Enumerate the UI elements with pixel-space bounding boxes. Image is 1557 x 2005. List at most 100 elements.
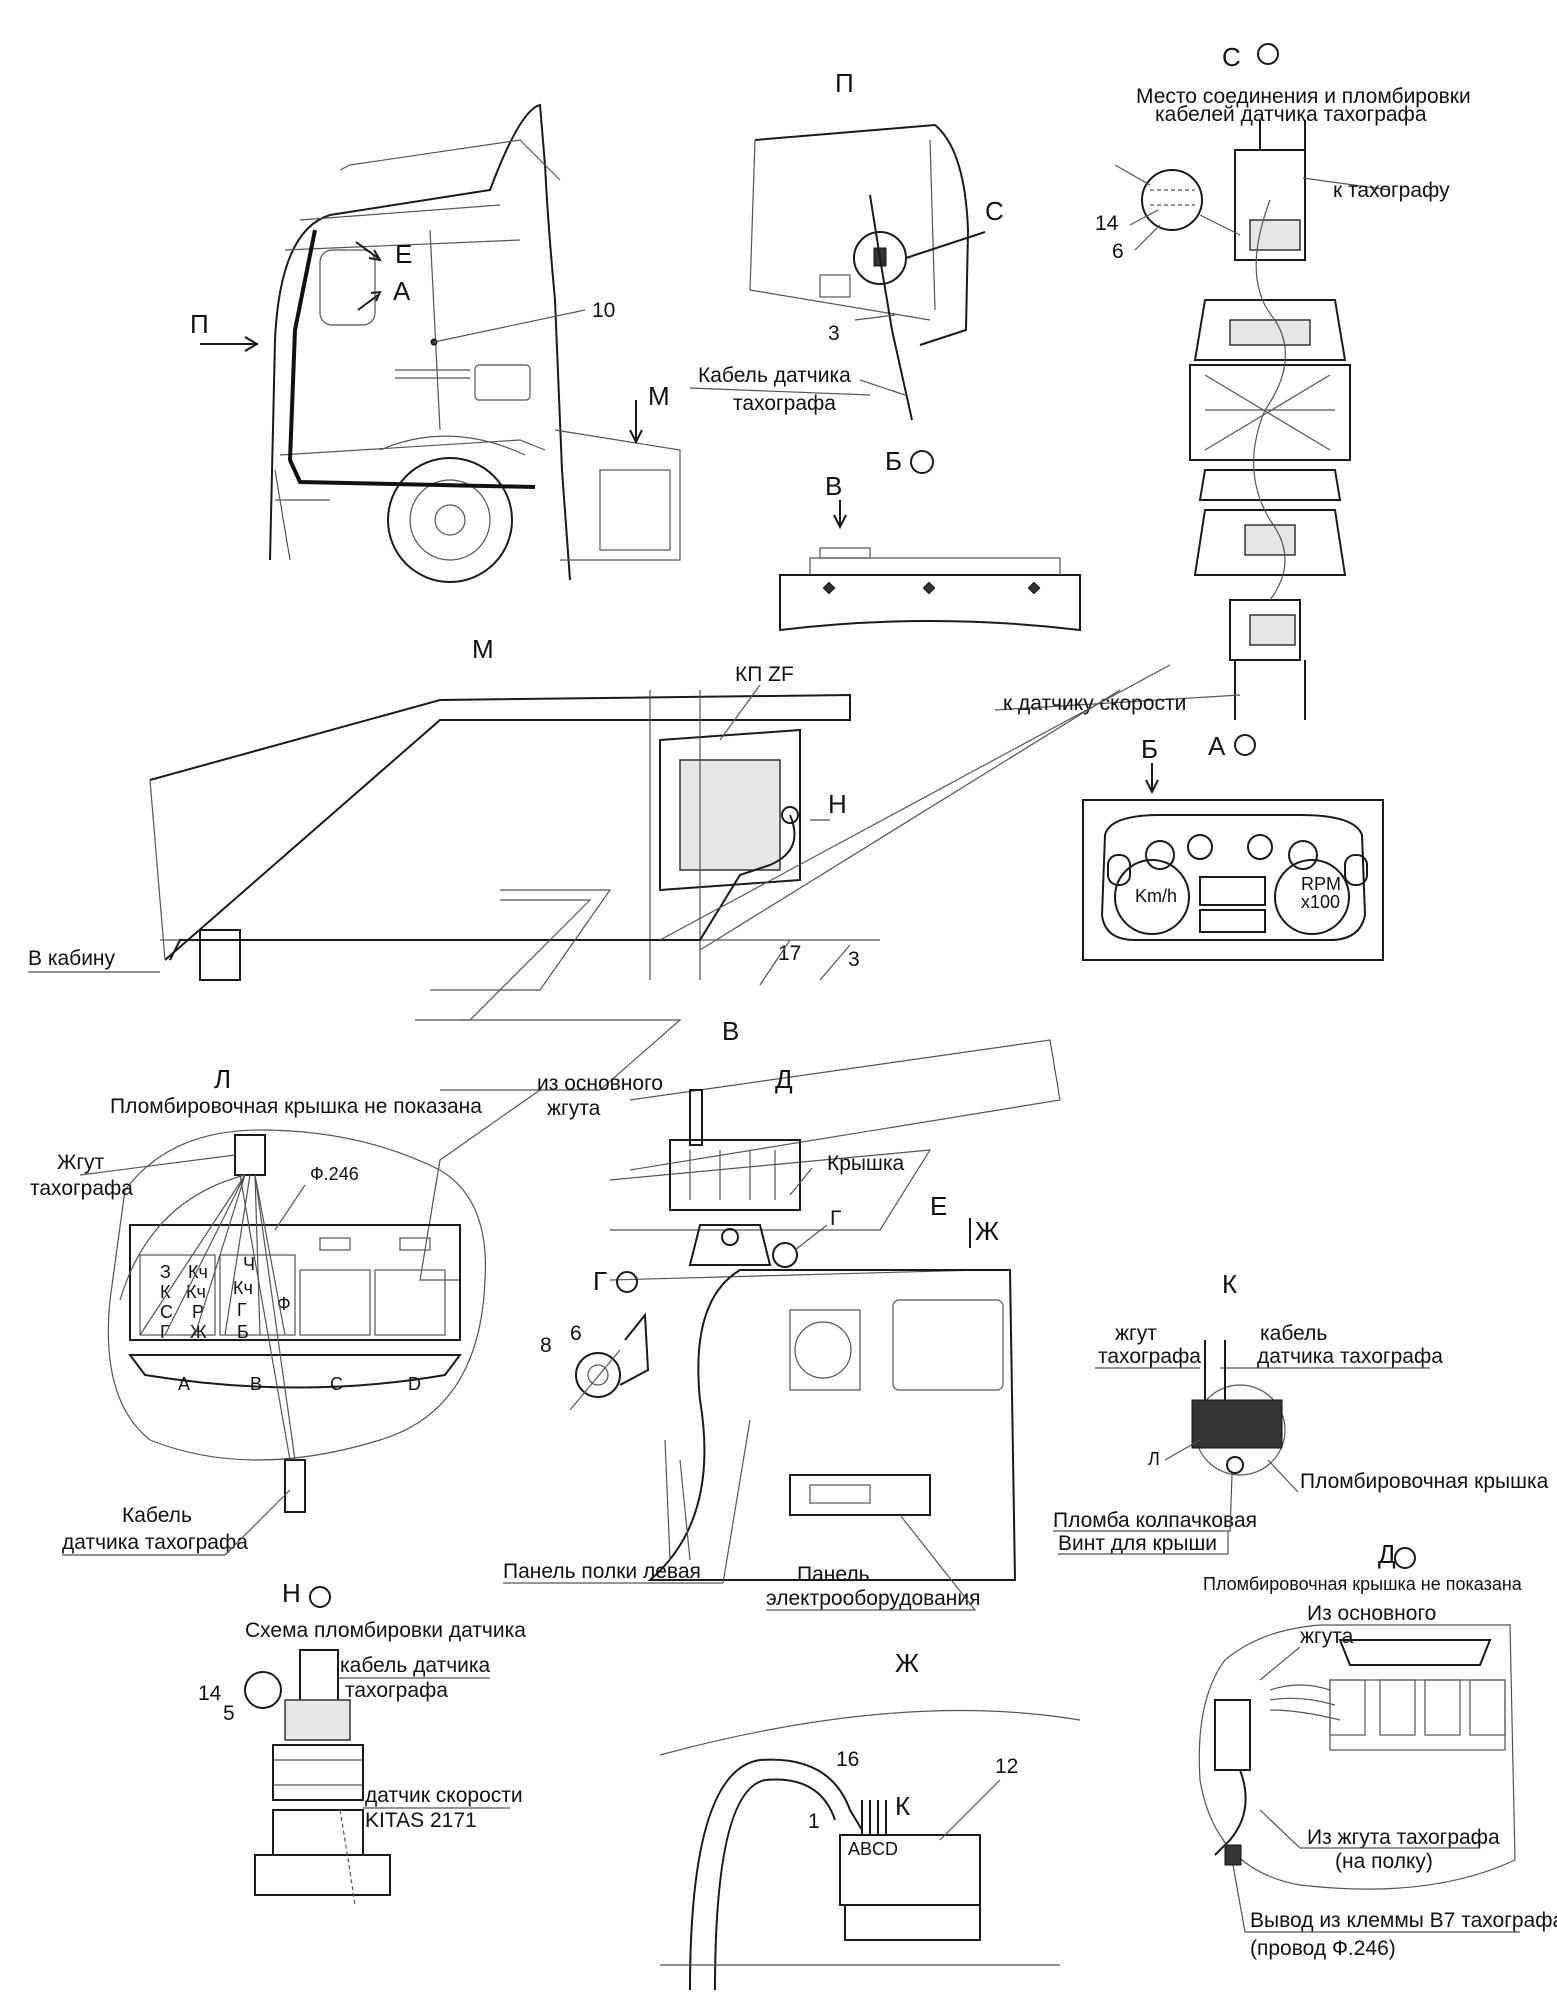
view-zh-title: Ж — [895, 1648, 919, 1678]
left-shelf-panel-label: Панель полки левая — [503, 1560, 701, 1583]
wire-code-label: Ф.246 — [310, 1164, 359, 1184]
callout-14a: 14 — [1095, 212, 1119, 235]
speed-sensor-1: датчик скорости — [365, 1784, 523, 1807]
pin-l-4: Г — [160, 1322, 170, 1342]
view-d-caption: Пломбировочная крышка не показана — [1203, 1574, 1523, 1594]
pin-l-2: К — [160, 1282, 171, 1302]
callout-6b: 6 — [570, 1322, 582, 1345]
gearbox-label: КП ZF — [735, 663, 794, 686]
callout-12: 12 — [995, 1755, 1018, 1778]
view-c-seal-detail: С Место соединения и пломбировки кабелей… — [994, 42, 1471, 761]
view-g-callout: Г — [830, 1207, 841, 1230]
view-arrow-p: П — [190, 309, 209, 339]
callout-10: 10 — [592, 299, 615, 322]
view-v-shelf-front: Б В — [779, 446, 1081, 632]
b7-output-2: (провод Ф.246) — [1250, 1937, 1396, 1960]
view-d-detail: Д Пломбировочная крышка не показана Из о… — [1198, 1539, 1557, 1960]
callout-6a: 6 — [1112, 240, 1124, 263]
sensor-cable-label-1: Кабель датчика — [698, 364, 851, 387]
view-l-callout: Л — [1148, 1449, 1160, 1469]
truck-side-view: П Е А 10 М — [190, 103, 681, 583]
k-cable-2: датчика тахографа — [1257, 1345, 1443, 1368]
speed-sensor-2: KITAS 2171 — [365, 1809, 477, 1832]
callout-16: 16 — [836, 1748, 859, 1771]
view-n-sensor-seal: Н Схема пломбировки датчика 14 5 кабель … — [198, 1578, 526, 1906]
sensor-cable-label-2: тахографа — [733, 392, 836, 415]
callout-17: 17 — [778, 942, 801, 965]
view-m-title: М — [472, 634, 494, 664]
shelf-panel-view: Панель полки левая Панель электрооборудо… — [503, 1269, 1017, 1611]
view-arrow-e: Е — [395, 239, 412, 269]
block-c-label: C — [330, 1374, 343, 1394]
callout-5: 5 — [223, 1702, 235, 1725]
cap-seal-label: Пломба колпачковая — [1053, 1509, 1257, 1532]
pin-l-3: С — [160, 1302, 173, 1322]
pin-r-1: Ч — [243, 1254, 255, 1274]
block-d-label: D — [408, 1374, 421, 1394]
view-b-arrow: Б — [1141, 734, 1158, 764]
seal-cover-label: Пломбировочная крышка — [1300, 1470, 1549, 1493]
view-b-title: Б — [885, 446, 902, 476]
cover-screw-label: Винт для крыши — [1058, 1532, 1217, 1555]
callout-1: 1 — [808, 1810, 820, 1833]
k-harness-2: тахографа — [1098, 1345, 1201, 1368]
from-tacho-harness-2: (на полку) — [1335, 1850, 1433, 1873]
rpm-scale: x100 — [1301, 892, 1340, 912]
callout-8: 8 — [540, 1334, 552, 1357]
to-speed-sensor-label: к датчику скорости — [1003, 692, 1186, 715]
view-n-caption: Схема пломбировки датчика — [245, 1619, 526, 1642]
from-tacho-harness-1: Из жгута тахографа — [1307, 1826, 1500, 1849]
d-from-main-1: Из основного — [1307, 1602, 1436, 1625]
view-l-connector: Л Пломбировочная крышка не показана З К … — [30, 1064, 487, 1556]
pin-l-1: З — [160, 1262, 171, 1282]
pin-r-4: Б — [237, 1322, 249, 1342]
b7-output-1: Вывод из клеммы В7 тахографа — [1250, 1909, 1557, 1932]
block-a-label: A — [178, 1374, 190, 1394]
view-zh-detail: Ж ABCD 16 1 12 К — [659, 1648, 1081, 1991]
view-c-caption-2: кабелей датчика тахографа — [1155, 103, 1427, 126]
pin-m-2: Кч — [186, 1282, 206, 1302]
view-v-arrow: В — [825, 471, 842, 501]
elec-panel-label-2: электрооборудования — [766, 1587, 980, 1610]
view-c-title: С — [1222, 42, 1241, 72]
tacho-harness-2: тахографа — [30, 1177, 133, 1200]
n-cable-2: тахографа — [345, 1679, 448, 1702]
view-p-cab-rear: П С 3 Кабель датчика тахографа — [689, 68, 1004, 421]
view-e-label: Е — [930, 1191, 947, 1221]
view-n-title: Н — [282, 1578, 301, 1608]
view-n-callout: Н — [828, 789, 847, 819]
view-p-title: П — [835, 68, 854, 98]
rpm-unit: RPM — [1301, 874, 1341, 894]
elec-panel-label-1: Панель — [797, 1563, 870, 1586]
view-k-detail: К жгут тахографа кабель датчика тахограф… — [1053, 1269, 1549, 1555]
view-m-chassis: М КП ZF Н В кабину 17 3 — [28, 634, 1171, 986]
view-a-title: А — [1208, 731, 1226, 761]
view-zh-label: Ж — [975, 1216, 999, 1246]
view-c-caption-1: Место соединения и пломбировки — [1136, 85, 1471, 108]
callout-14b: 14 — [198, 1682, 222, 1705]
pin-r-2: Кч — [233, 1278, 253, 1298]
l-cable-label-2: датчика тахографа — [62, 1531, 248, 1554]
n-cable-1: кабель датчика — [340, 1654, 491, 1677]
block-b-label: B — [250, 1374, 262, 1394]
view-l-title: Л — [214, 1064, 231, 1094]
callout-3b: 3 — [848, 948, 860, 971]
view-k-title: К — [1222, 1269, 1237, 1299]
view-d-callout: Д — [775, 1064, 793, 1094]
view-g-detail: Г 8 6 — [540, 1266, 650, 1411]
callout-3a: 3 — [828, 322, 840, 345]
l-cable-label-1: Кабель — [122, 1504, 192, 1527]
view-arrow-a: А — [393, 276, 411, 306]
pin-r-3: Г — [237, 1300, 247, 1320]
view-l-caption: Пломбировочная крышка не показана — [110, 1095, 482, 1118]
view-p-callout-c: С — [985, 196, 1004, 226]
pin-m-4: Ж — [190, 1322, 207, 1342]
from-main-harness-1: из основного — [537, 1072, 663, 1095]
view-d-title: Д — [1378, 1539, 1396, 1569]
to-tachograph-label: к тахографу — [1333, 179, 1450, 202]
center-floor-view: В из основного жгута Д Крышка Г Е Ж — [415, 889, 1061, 1281]
k-cable-1: кабель — [1260, 1322, 1327, 1345]
tacho-harness-1: Жгут — [57, 1151, 105, 1174]
